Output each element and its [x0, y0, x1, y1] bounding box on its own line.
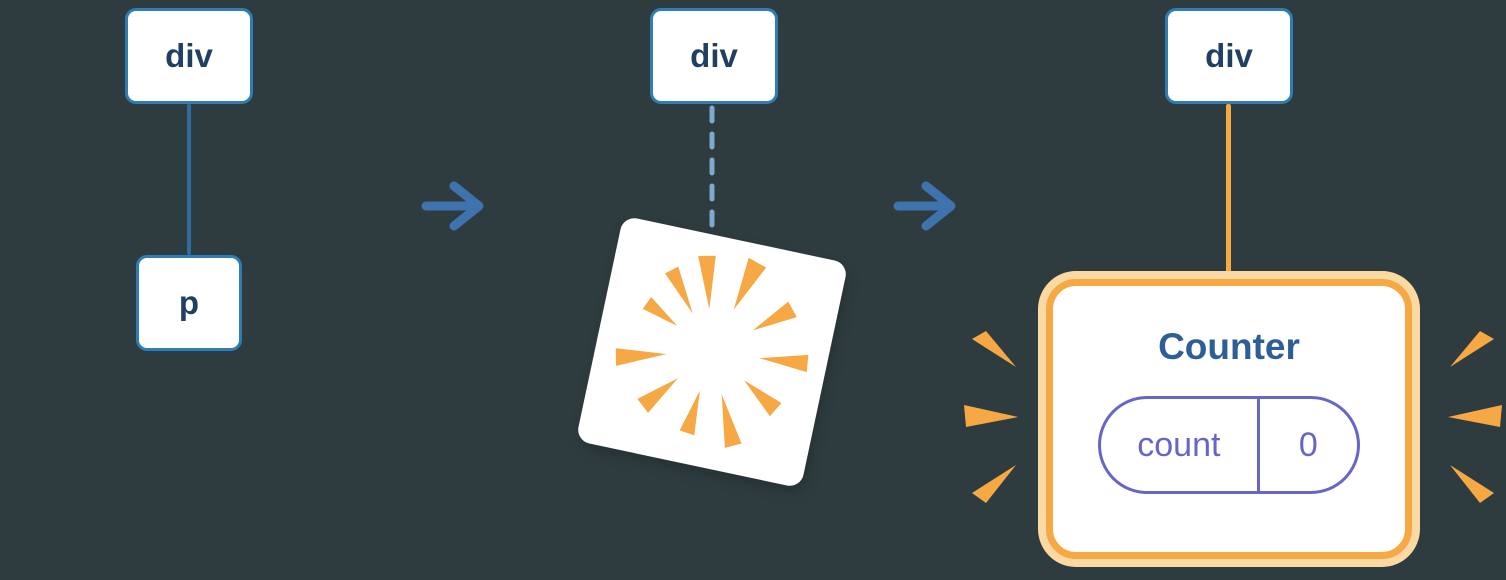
dom-node-div-removal: div [650, 8, 778, 104]
arrow-right-icon [893, 181, 956, 231]
edge-div-to-p [187, 104, 191, 255]
node-label: p [178, 284, 200, 321]
sparkle-burst-right-icon [1448, 331, 1502, 503]
poof-burst-icon [615, 255, 809, 448]
edge-dashed-removed [709, 105, 715, 239]
sparkle-burst-left-icon [964, 331, 1018, 503]
arrow-right-icon [421, 181, 484, 231]
counter-component-card: Counter count 0 [1046, 279, 1412, 559]
dom-node-div-before: div [125, 8, 253, 104]
state-value: 0 [1256, 399, 1357, 491]
dom-node-div-after: div [1165, 8, 1293, 104]
node-label: div [690, 37, 738, 74]
node-label: div [165, 37, 213, 74]
removed-node-box [575, 215, 849, 489]
state-name: count [1137, 425, 1221, 464]
node-label: div [1205, 37, 1253, 74]
state-pill: count 0 [1098, 396, 1360, 494]
component-title: Counter [1158, 326, 1300, 367]
edge-div-to-counter [1226, 104, 1231, 282]
dom-node-p: p [136, 255, 242, 351]
